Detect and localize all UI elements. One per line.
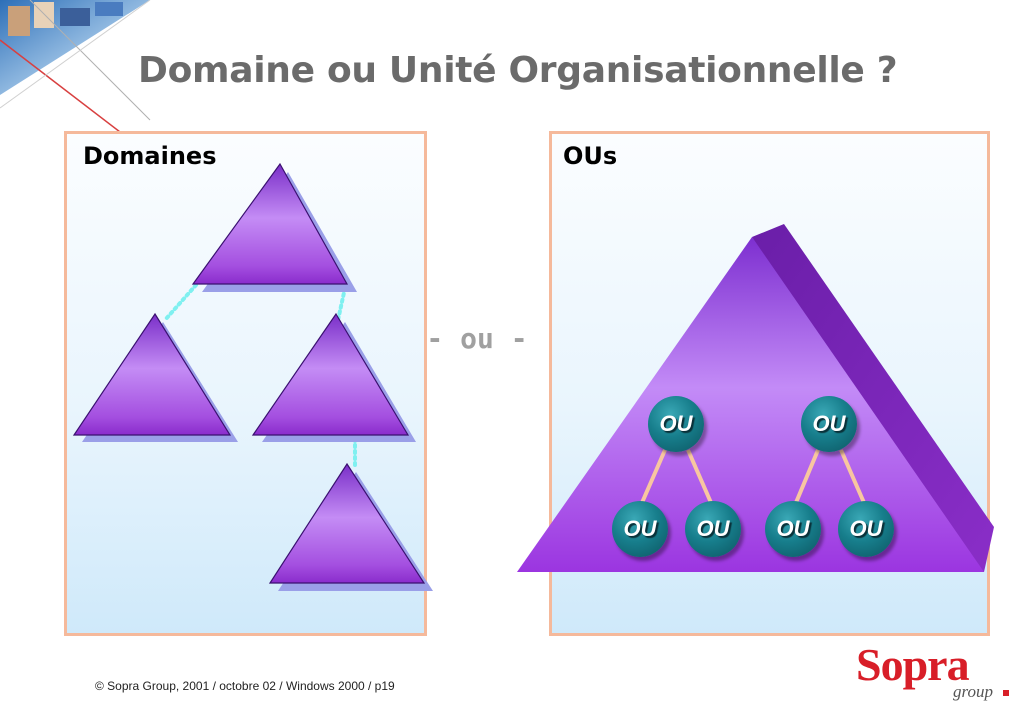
domain-triangle-root — [191, 162, 357, 292]
ou-link — [793, 449, 820, 506]
ou-link — [839, 449, 867, 506]
ou-node-label: OU — [659, 411, 693, 436]
ou-node-top-right: OU — [801, 396, 857, 452]
domain-triangle-child — [268, 462, 433, 591]
ou-node-label: OU — [696, 516, 730, 541]
logo-wordmark: Sopra — [856, 639, 970, 690]
ou-node-label: OU — [776, 516, 810, 541]
ou-link — [639, 449, 667, 506]
ou-node-label: OU — [623, 516, 657, 541]
ou-pyramid — [517, 224, 994, 572]
ou-node-top-left: OU — [648, 396, 704, 452]
ou-node-bottom-4: OU — [838, 501, 894, 557]
sopra-logo: Sopra group — [856, 639, 1011, 704]
or-separator: - ou - — [426, 322, 528, 355]
ou-node-bottom-3: OU — [765, 501, 821, 557]
ou-node-label: OU — [812, 411, 846, 436]
domains-label: Domaines — [83, 142, 217, 170]
ou-node-label: OU — [849, 516, 883, 541]
ou-node-bottom-1: OU — [612, 501, 668, 557]
footer-copyright: © Sopra Group, 2001 / octobre 02 / Windo… — [95, 679, 395, 693]
corner-photo-art — [0, 0, 151, 133]
logo-dot — [1003, 690, 1009, 696]
logo-subtitle: group — [953, 682, 993, 701]
ou-node-bottom-2: OU — [685, 501, 741, 557]
domain-triangle-left — [72, 312, 238, 442]
domain-triangle-right — [251, 312, 416, 442]
domain-link-root-right — [336, 286, 347, 322]
page-title: Domaine ou Unité Organisationnelle ? — [138, 50, 898, 91]
domain-link-root-left — [163, 283, 198, 322]
ous-label: OUs — [563, 142, 618, 170]
ou-link — [686, 449, 714, 506]
